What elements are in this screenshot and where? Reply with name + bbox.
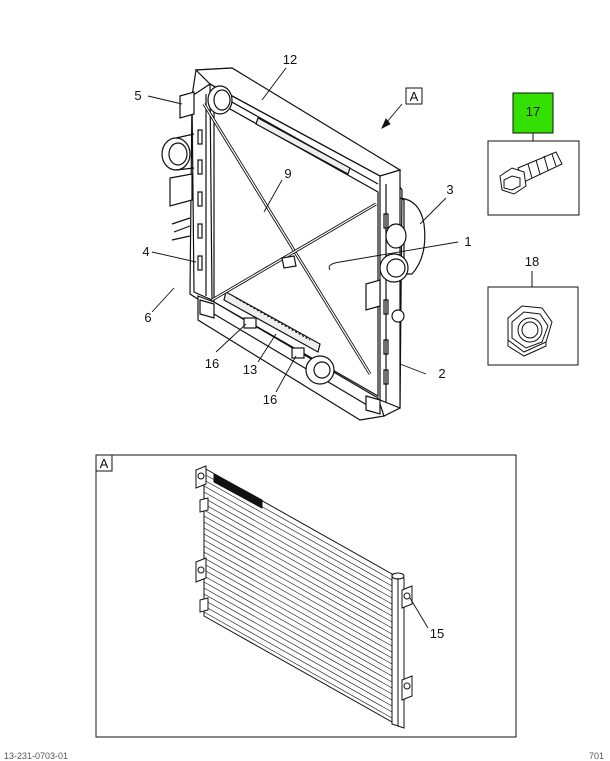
callout-9: 9 <box>284 166 291 181</box>
callout-16-lower: 16 <box>263 392 277 407</box>
callout-17: 17 <box>526 104 540 119</box>
callout-15-leader <box>409 597 429 629</box>
callout-leaders <box>147 67 459 393</box>
highlight-badge-17 <box>512 92 554 134</box>
callout-16-upper: 16 <box>205 356 219 371</box>
footer-page-number: 701 <box>588 752 604 761</box>
callout-4: 4 <box>142 244 149 259</box>
callout-1: 1 <box>464 234 471 249</box>
condenser-core <box>195 465 413 729</box>
callout-numbers: 12 5 9 3 1 4 6 16 13 16 2 <box>134 52 471 407</box>
detail-view-a: A 15 <box>95 454 517 738</box>
bolt-icon <box>499 151 563 195</box>
footer-drawing-number: 13-231-0703-01 <box>4 752 69 761</box>
callout-2: 2 <box>438 366 445 381</box>
view-reference-a: A <box>405 87 423 105</box>
callout-15: 15 <box>430 626 444 641</box>
callout-6: 6 <box>144 310 151 325</box>
callout-18: 18 <box>525 254 539 269</box>
part-17-bolt: 17 <box>487 92 580 216</box>
hex-nut-icon <box>507 305 553 357</box>
detail-view-a-label: A <box>100 456 109 471</box>
part-18-nut: 18 <box>487 254 579 366</box>
radiator-assembly <box>161 67 426 421</box>
callout-3: 3 <box>446 182 453 197</box>
callout-13: 13 <box>243 362 257 377</box>
callout-5: 5 <box>134 88 141 103</box>
callout-12: 12 <box>283 52 297 67</box>
view-ref-a-label: A <box>410 89 419 104</box>
